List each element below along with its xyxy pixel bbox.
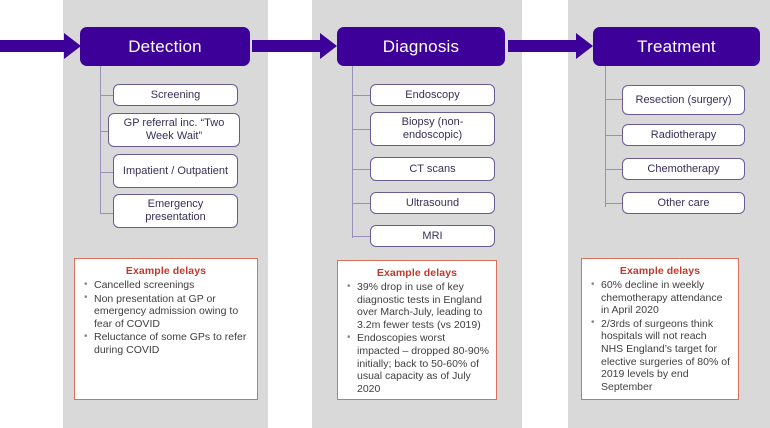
- pathway-item-chemotherapy[interactable]: Chemotherapy: [622, 158, 745, 180]
- connector-stub: [605, 169, 622, 170]
- pathway-item-other-care[interactable]: Other care: [622, 192, 745, 214]
- example-delays-title: Example delays: [376, 267, 458, 279]
- connector-stub: [352, 129, 370, 130]
- pathway-item-endoscopy[interactable]: Endoscopy: [370, 84, 495, 106]
- pathway-item-gp-referral[interactable]: GP referral inc. “Two Week Wait”: [108, 113, 240, 147]
- pathway-item-ct-scans[interactable]: CT scans: [370, 157, 495, 181]
- example-delays-diagnosis: Example delays 39% drop in use of key di…: [337, 260, 497, 400]
- connector-spine-diagnosis: [352, 66, 353, 238]
- connector-stub: [605, 99, 622, 100]
- flow-arrow-diagnosis-to-treatment-icon: [508, 33, 594, 59]
- connector-stub: [352, 203, 370, 204]
- pathway-item-impatient-outpatient[interactable]: Impatient / Outpatient: [113, 154, 238, 188]
- connector-stub: [100, 131, 113, 132]
- pathway-item-emergency-presentation[interactable]: Emergency presentation: [113, 194, 238, 228]
- connector-spine-detection: [100, 66, 101, 214]
- delay-bullet: Non presentation at GP or emergency admi…: [82, 292, 250, 331]
- example-delays-title: Example delays: [619, 265, 701, 277]
- connector-spine-treatment: [605, 66, 606, 207]
- connector-stub: [352, 169, 370, 170]
- stage-header-treatment[interactable]: Treatment: [593, 27, 760, 66]
- stage-header-detection[interactable]: Detection: [80, 27, 250, 66]
- pathway-item-biopsy[interactable]: Biopsy (non-endoscopic): [370, 112, 495, 146]
- example-delays-treatment: Example delays 60% decline in weekly che…: [581, 258, 739, 400]
- pathway-item-mri[interactable]: MRI: [370, 225, 495, 247]
- connector-stub: [100, 213, 113, 214]
- delay-bullet: 39% drop in use of key diagnostic tests …: [345, 280, 489, 331]
- example-delays-list: 39% drop in use of key diagnostic tests …: [345, 280, 489, 395]
- connector-stub: [352, 95, 370, 96]
- connector-stub: [100, 95, 113, 96]
- arrow-head: [320, 33, 337, 59]
- example-delays-list: 60% decline in weekly chemotherapy atten…: [589, 279, 731, 393]
- example-delays-detection: Example delays Cancelled screenings Non …: [74, 258, 258, 400]
- stage-header-diagnosis[interactable]: Diagnosis: [337, 27, 505, 66]
- connector-stub: [605, 203, 622, 204]
- delay-bullet: 2/3rds of surgeons think hospitals will …: [589, 317, 731, 394]
- arrow-shaft: [508, 40, 578, 52]
- example-delays-title: Example delays: [125, 265, 207, 277]
- delay-bullet: Endoscopies worst impacted – dropped 80-…: [345, 332, 489, 395]
- delay-bullet: 60% decline in weekly chemotherapy atten…: [589, 279, 731, 317]
- example-delays-list: Cancelled screenings Non presentation at…: [82, 279, 250, 357]
- flow-arrow-into-detection-icon: [0, 33, 82, 59]
- connector-stub: [352, 236, 370, 237]
- arrow-shaft: [0, 40, 66, 52]
- delay-bullet: Reluctance of some GPs to refer during C…: [82, 331, 250, 356]
- delay-bullet: Cancelled screenings: [82, 279, 250, 292]
- arrow-head: [576, 33, 593, 59]
- pathway-item-screening[interactable]: Screening: [113, 84, 238, 106]
- connector-stub: [100, 172, 113, 173]
- pathway-item-ultrasound[interactable]: Ultrasound: [370, 192, 495, 214]
- arrow-head: [64, 33, 81, 59]
- pathway-item-radiotherapy[interactable]: Radiotherapy: [622, 124, 745, 146]
- flow-arrow-detection-to-diagnosis-icon: [252, 33, 338, 59]
- pathway-item-resection-surgery[interactable]: Resection (surgery): [622, 85, 745, 115]
- arrow-shaft: [252, 40, 322, 52]
- connector-stub: [605, 135, 622, 136]
